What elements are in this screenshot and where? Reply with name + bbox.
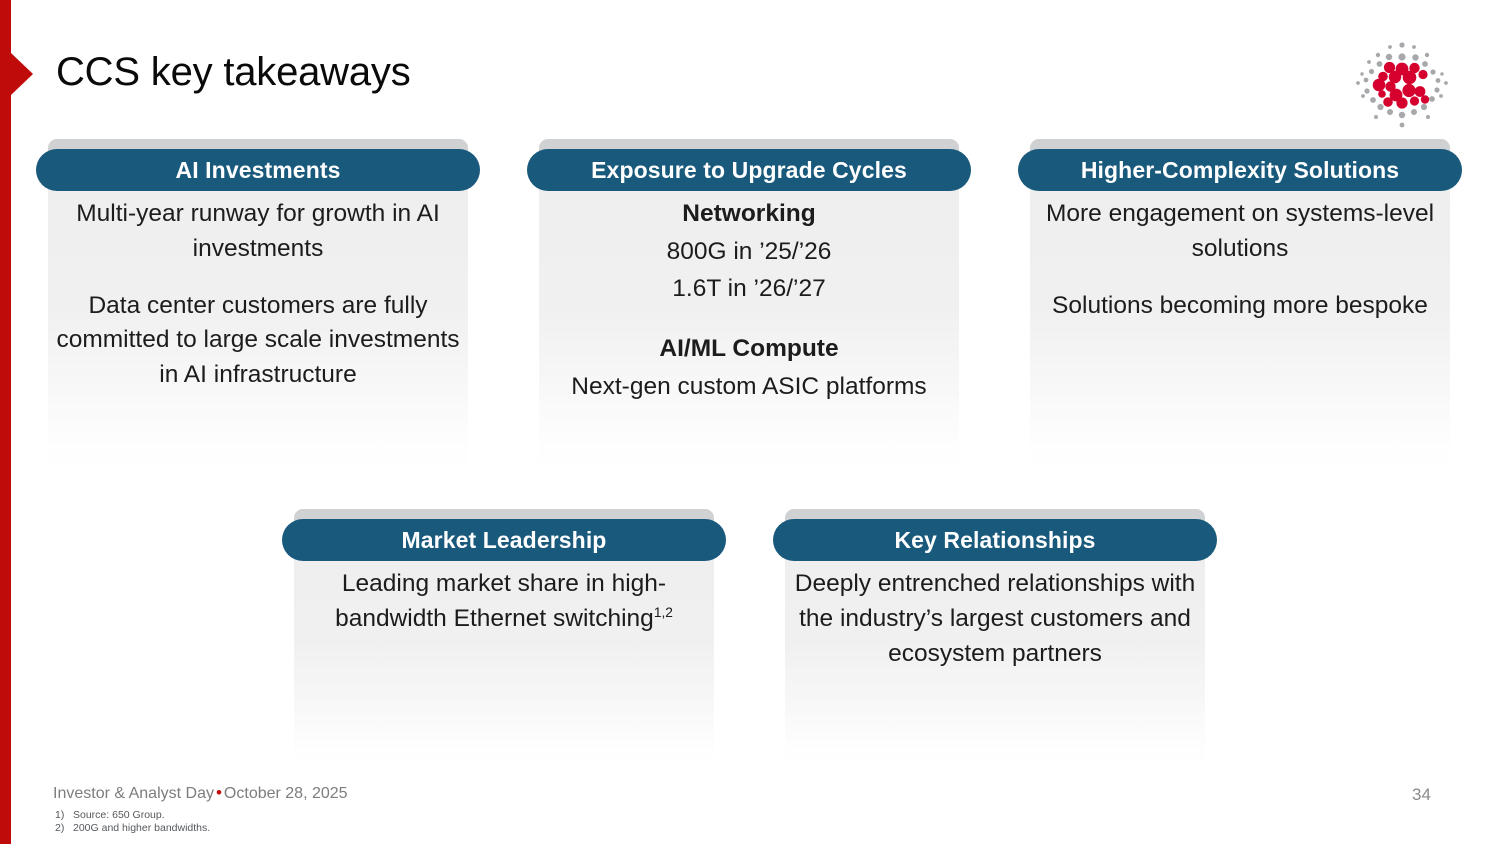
footnote-text: 200G and higher bandwidths. [73,822,211,835]
footnote-reference: 1,2 [653,604,673,620]
card-paragraph: Leading market share in high-bandwidth E… [294,567,714,637]
card-header-key-relationships[interactable]: Key Relationships [773,519,1217,561]
footnote-number: 1) [55,809,65,821]
footer-event-name: Investor & Analyst Day [53,785,214,802]
footnotes-block: 1) Source: 650 Group. 2) 200G and higher b… [55,809,210,836]
page-number: 34 [1412,785,1431,804]
card-header-higher-complexity-solutions[interactable]: Higher-Complexity Solutions [1018,149,1462,191]
card-subheading: Networking [682,200,816,227]
card-paragraph-text: Leading market share in high-bandwidth E… [335,570,667,632]
card-body-panel [48,153,468,469]
card-content-ai-investments: Multi-year runway for growth in AI inves… [48,197,468,393]
card-paragraph: Next-gen custom ASIC platforms [571,373,927,401]
card-paragraph: Multi-year runway for growth in AI inves… [76,200,440,262]
card-market-leadership: Market Leadership Leading market share i… [282,509,726,767]
red-arrow-marker-icon [11,53,33,95]
card-content-market-leadership: Leading market share in high-bandwidth E… [294,567,714,637]
card-body-panel [539,153,959,469]
card-header-market-leadership[interactable]: Market Leadership [282,519,726,561]
card-paragraph: 800G in ’25/’26 [666,237,832,265]
card-ai-investments: AI Investments Multi-year runway for gro… [36,139,480,469]
card-paragraph: Data center customers are fully committe… [56,291,460,389]
card-body-panel [294,523,714,767]
card-higher-complexity-solutions: Higher-Complexity Solutions More engagem… [1018,139,1462,469]
card-exposure-to-upgrade-cycles: Exposure to Upgrade Cycles Networking 80… [527,139,971,469]
footer-separator-dot: • [215,783,222,802]
footnote-item: 1) Source: 650 Group. [55,809,210,822]
footnote-item: 2) 200G and higher bandwidths. [55,822,210,835]
footer-event-line: Investor & Analyst Day•October 28, 2025 [53,783,348,803]
card-subheading: AI/ML Compute [659,335,839,363]
card-content-key-relationships: Deeply entrenched relationships with the… [785,567,1205,671]
card-content-exposure-to-upgrade-cycles: Networking 800G in ’25/’26 1.6T in ’26/’… [539,197,959,405]
card-header-exposure-to-upgrade-cycles[interactable]: Exposure to Upgrade Cycles [527,149,971,191]
page-title: CCS key takeaways [56,50,411,94]
footnote-text: Source: 650 Group. [73,809,165,821]
card-paragraph: More engagement on systems-level solutio… [1045,200,1435,262]
card-key-relationships: Key Relationships Deeply entrenched rela… [773,509,1217,767]
footnote-number: 2) [55,822,65,835]
card-body-panel [785,523,1205,767]
card-content-higher-complexity-solutions: More engagement on systems-level solutio… [1030,197,1450,323]
left-red-accent-bar [0,0,11,844]
card-body-panel [1030,153,1450,469]
card-paragraph: Solutions becoming more bespoke [1052,291,1428,319]
footer-date: October 28, 2025 [223,785,348,802]
card-header-ai-investments[interactable]: AI Investments [36,149,480,191]
broadcom-sunburst-logo [1352,33,1452,133]
content-spacer [539,308,959,332]
card-paragraph: Deeply entrenched relationships with the… [794,570,1196,667]
card-paragraph: 1.6T in ’26/’27 [672,274,826,302]
